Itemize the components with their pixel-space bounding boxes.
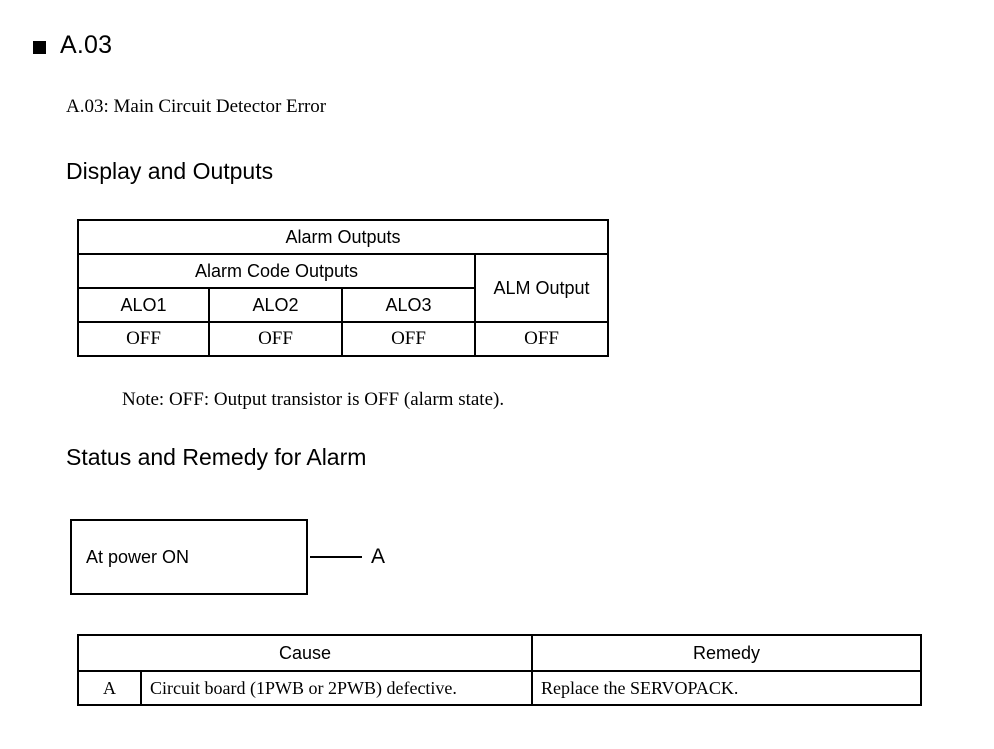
column-header-cause: Cause xyxy=(77,634,533,672)
flow-box-label: At power ON xyxy=(86,546,190,567)
alarm-code-outputs-header: Alarm Code Outputs xyxy=(77,253,476,289)
flow-connector-line xyxy=(310,556,362,558)
column-header-alo2: ALO2 xyxy=(208,287,343,323)
value-alm-output: OFF xyxy=(473,321,610,357)
alm-output-header: ALM Output xyxy=(473,253,610,323)
cell-cause-code: A xyxy=(77,670,142,706)
alarm-outputs-group-header: Alarm Outputs xyxy=(76,219,610,255)
column-header-alo1: ALO1 xyxy=(77,287,210,323)
flow-node-label-a: A xyxy=(371,545,386,568)
cell-cause-description: Circuit board (1PWB or 2PWB) defective. xyxy=(140,670,533,706)
table-row-values: OFF OFF OFF OFF xyxy=(77,321,610,357)
table-row: A Circuit board (1PWB or 2PWB) defective… xyxy=(77,670,922,706)
alarm-heading: A.03 xyxy=(33,33,112,58)
page-title: A.03 xyxy=(60,31,113,59)
alarm-outputs-note: Note: OFF: Output transistor is OFF (ala… xyxy=(122,389,505,410)
cell-remedy-description: Replace the SERVOPACK. xyxy=(531,670,922,706)
filled-square-bullet-icon xyxy=(33,41,46,54)
value-alo2: OFF xyxy=(208,321,343,357)
column-header-remedy: Remedy xyxy=(531,634,922,672)
value-alo3: OFF xyxy=(341,321,476,357)
alarm-outputs-table: Alarm Outputs Alarm Code Outputs ALM Out… xyxy=(76,219,610,357)
section-heading-status-remedy: Status and Remedy for Alarm xyxy=(66,444,367,470)
cause-remedy-table: Cause Remedy A Circuit board (1PWB or 2P… xyxy=(77,634,922,706)
value-alo1: OFF xyxy=(77,321,210,357)
table-row-column-headers: ALO1 ALO2 ALO3 xyxy=(77,287,608,323)
alarm-subtitle: A.03: Main Circuit Detector Error xyxy=(66,96,327,117)
flow-box-at-power-on: At power ON xyxy=(70,519,308,595)
table-row-subgroup-header: Alarm Code Outputs ALM Output xyxy=(77,253,610,323)
column-header-alo3: ALO3 xyxy=(341,287,476,323)
table-row-headers: Cause Remedy xyxy=(77,634,922,672)
section-heading-display-outputs: Display and Outputs xyxy=(66,158,274,184)
table-row-group-header: Alarm Outputs xyxy=(76,219,610,255)
